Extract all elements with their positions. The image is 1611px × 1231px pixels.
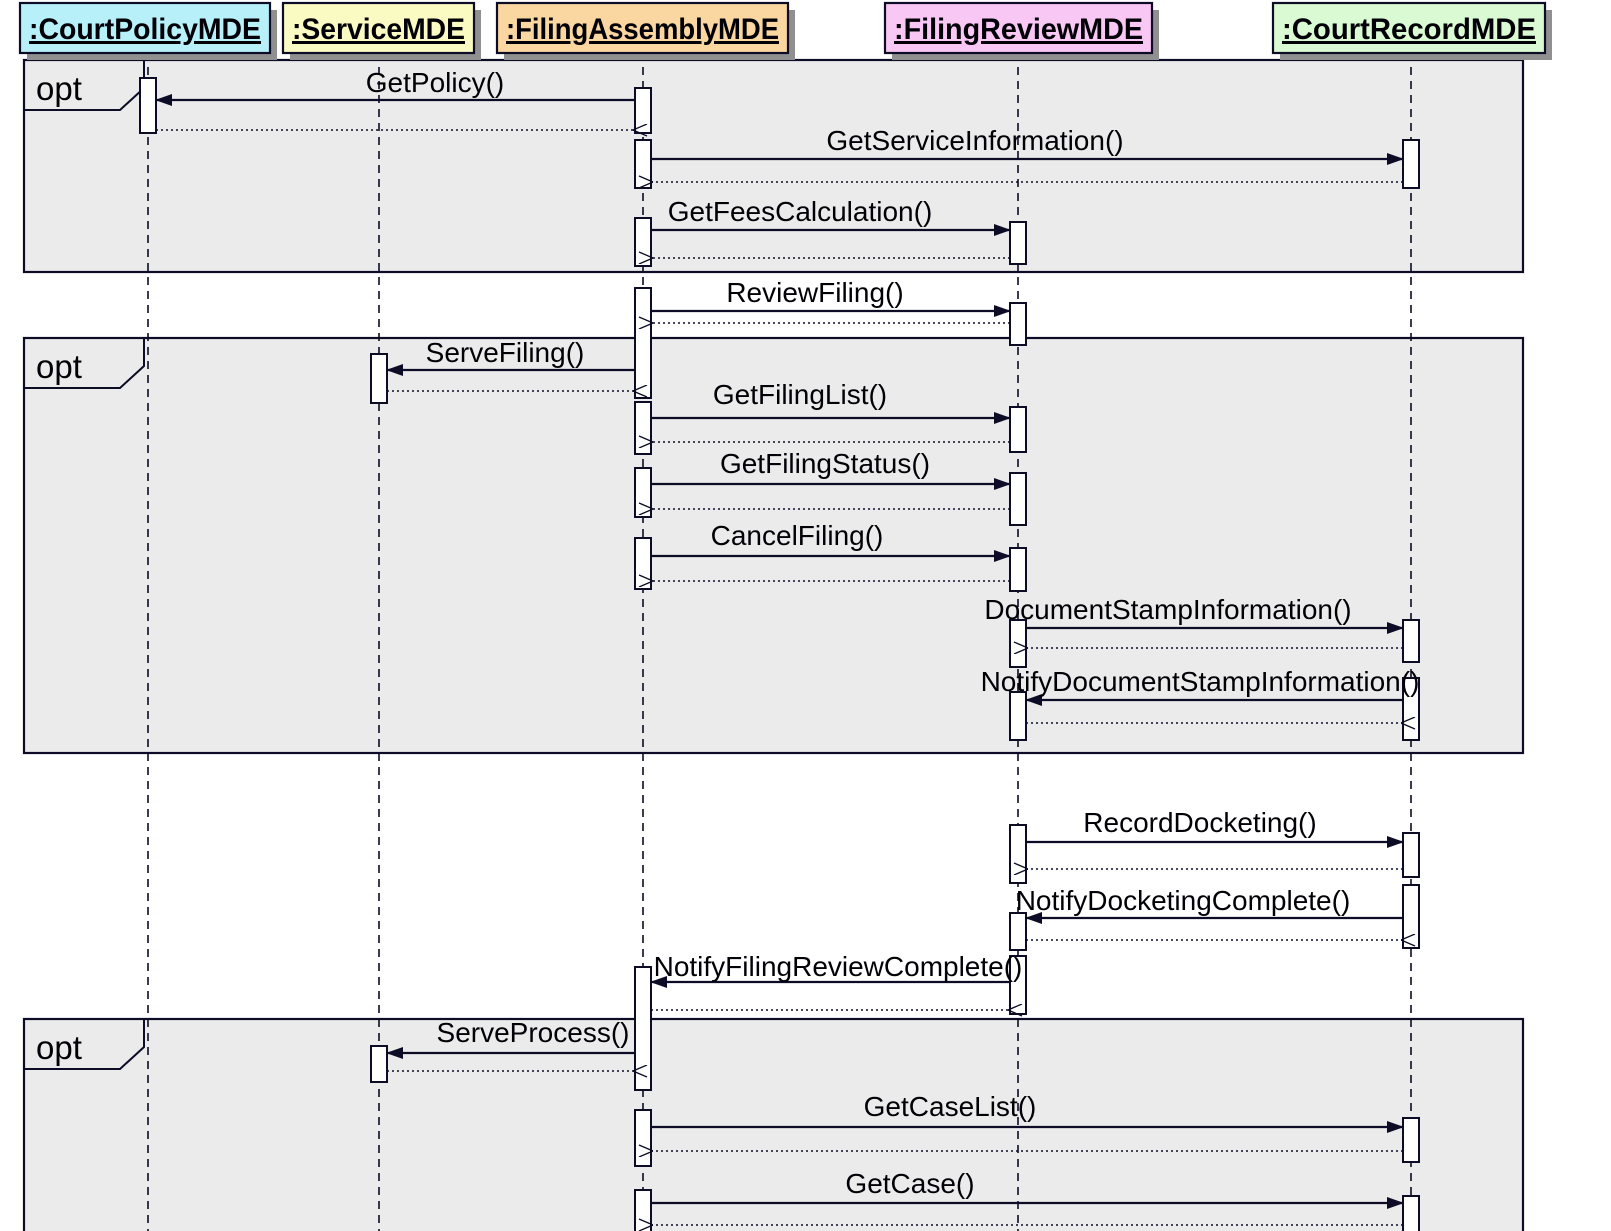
opt-fragment[interactable] [22, 336, 1525, 755]
fragment-operator-label: opt [36, 1029, 82, 1066]
lifeline-header-label: :ServiceMDE [292, 13, 465, 46]
activation-bar[interactable] [634, 139, 652, 189]
activation-bar[interactable] [370, 353, 388, 404]
fragment-operator-label: opt [36, 70, 82, 107]
activation-bar[interactable] [634, 537, 652, 590]
activation-bar[interactable] [1009, 221, 1027, 265]
activation-bar[interactable] [1402, 619, 1420, 663]
message-label: RecordDocketing() [1083, 807, 1316, 838]
lifeline-header-FilingReviewMDE[interactable] [883, 1, 1154, 55]
activation-bar[interactable] [1009, 406, 1027, 453]
activation-bar[interactable] [1009, 302, 1027, 346]
message-label: ServeFiling() [426, 337, 585, 368]
activation-bar[interactable] [1402, 139, 1420, 189]
opt-fragment[interactable] [22, 1017, 1525, 1231]
fragment-operator-label: opt [36, 348, 82, 385]
lifeline-header-CourtRecordMDE[interactable] [1271, 1, 1547, 55]
activation-bar[interactable] [634, 287, 652, 399]
message-label: DocumentStampInformation() [984, 594, 1351, 625]
activation-bar[interactable] [1402, 884, 1420, 949]
activation-bar[interactable] [1009, 472, 1027, 526]
message-label: GetCaseList() [864, 1091, 1037, 1122]
lifeline-header-label: :CourtPolicyMDE [29, 13, 261, 46]
opt-fragment[interactable] [22, 58, 1525, 274]
message-label: ServeProcess() [437, 1017, 630, 1048]
activation-bar[interactable] [634, 1189, 652, 1231]
message-label: GetServiceInformation() [826, 125, 1123, 156]
message-label: NotifyDocumentStampInformation() [981, 666, 1420, 697]
activation-bar[interactable] [634, 467, 652, 518]
activation-bar[interactable] [370, 1045, 388, 1083]
activation-bar[interactable] [1402, 1195, 1420, 1231]
activation-bar[interactable] [1009, 619, 1027, 668]
message-label: GetFilingList() [713, 379, 887, 410]
activation-bar[interactable] [1009, 547, 1027, 592]
lifeline-header-label: :CourtRecordMDE [1282, 13, 1536, 46]
fragment-operator-pentagon [23, 1018, 145, 1070]
lifeline-header-ServiceMDE[interactable] [281, 1, 476, 55]
activation-bar[interactable] [634, 1109, 652, 1167]
activation-bar[interactable] [634, 401, 652, 455]
message-label: ReviewFiling() [726, 277, 903, 308]
message-label: GetCase() [845, 1168, 974, 1199]
activation-bar[interactable] [634, 966, 652, 1091]
message-label: GetPolicy() [366, 67, 504, 98]
message-label: NotifyFilingReviewComplete() [654, 951, 1023, 982]
lifeline-header-CourtPolicyMDE[interactable] [18, 1, 272, 55]
lifeline-header-label: :FilingAssemblyMDE [506, 13, 779, 46]
fragment-operator-pentagon [23, 337, 145, 389]
activation-bar[interactable] [1009, 912, 1027, 951]
activation-bar[interactable] [1009, 691, 1027, 741]
message-label: CancelFiling() [711, 520, 884, 551]
activation-bar[interactable] [634, 217, 652, 267]
lifeline-header-label: :FilingReviewMDE [894, 13, 1143, 46]
lifeline-header-FilingAssemblyMDE[interactable] [495, 1, 790, 55]
activation-bar[interactable] [1402, 1117, 1420, 1163]
activation-bar[interactable] [1402, 832, 1420, 878]
message-label: GetFeesCalculation() [668, 196, 933, 227]
activation-bar[interactable] [1009, 824, 1027, 884]
activation-bar[interactable] [634, 87, 652, 134]
message-label: NotifyDocketingComplete() [1016, 885, 1351, 916]
message-label: GetFilingStatus() [720, 448, 930, 479]
activation-bar[interactable] [139, 77, 157, 134]
